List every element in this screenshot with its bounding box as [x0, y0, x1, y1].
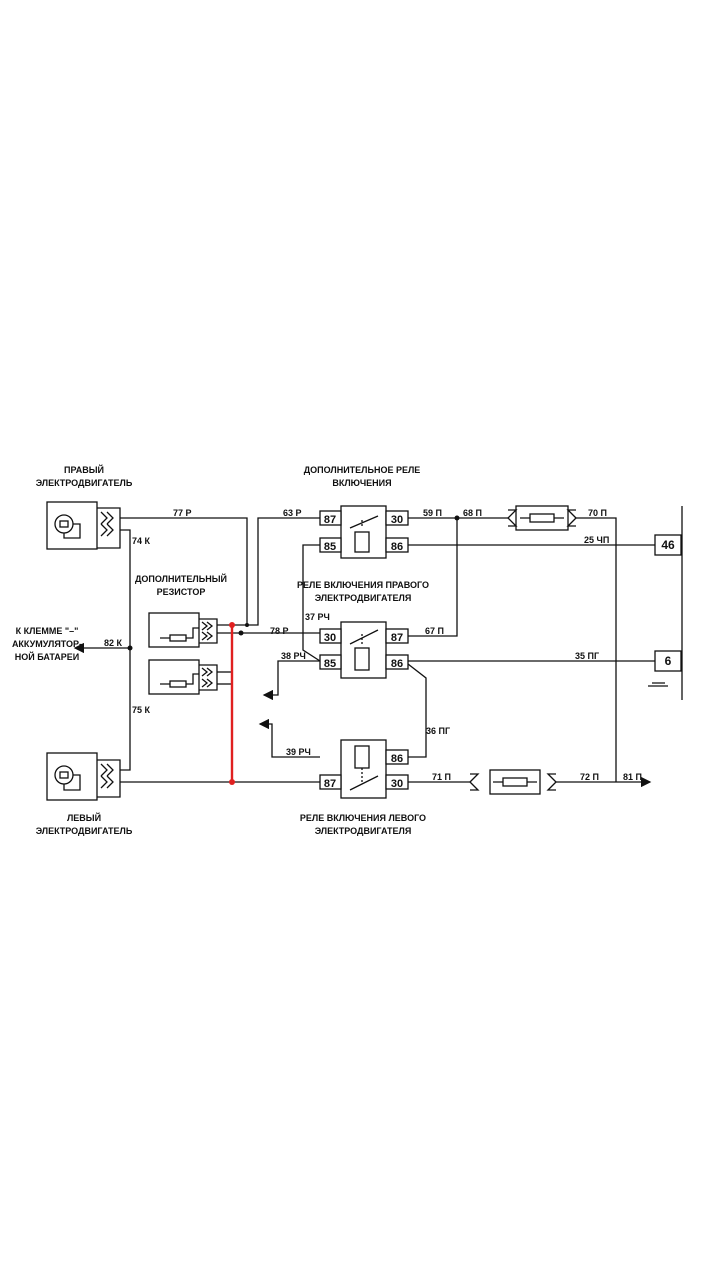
fuse-bottom — [469, 769, 557, 795]
wire-81: 81 П — [623, 772, 642, 782]
r3-pin-87: 87 — [324, 778, 336, 790]
r1-pin-86: 86 — [391, 541, 403, 553]
wire-25: 25 ЧП — [584, 535, 609, 545]
left-motor-symbol — [46, 752, 121, 801]
relay2-pins — [319, 628, 409, 670]
relay3-pins — [319, 749, 409, 790]
fuse-top — [507, 505, 577, 531]
wire-37: 37 РЧ — [305, 612, 330, 622]
wire-77: 77 Р — [173, 508, 192, 518]
extra-resistor-symbol — [148, 612, 218, 695]
r2-pin-30: 30 — [324, 632, 336, 644]
r1-pin-87: 87 — [324, 514, 336, 526]
wire-75: 75 К — [132, 705, 151, 715]
wire-67: 67 П — [425, 626, 444, 636]
terminal-boxes — [654, 534, 682, 672]
battery-label-1: К КЛЕММЕ "–" — [16, 626, 79, 636]
relay1-pins — [319, 510, 409, 553]
wire-35: 35 ПГ — [575, 651, 599, 661]
wire-68: 68 П — [463, 508, 482, 518]
wire-labels: 77 Р 63 Р 59 П 68 П 70 П 25 ЧП 74 К 82 К… — [104, 508, 642, 782]
terminal-46: 46 — [661, 538, 675, 552]
left-motor-label-2: ЭЛЕКТРОДВИГАТЕЛЬ — [36, 826, 133, 836]
component-labels: ПРАВЫЙ ЭЛЕКТРОДВИГАТЕЛЬ ЛЕВЫЙ ЭЛЕКТРОДВИ… — [12, 464, 429, 836]
wire-82: 82 К — [104, 638, 123, 648]
wire-36: 36 ПГ — [426, 726, 450, 736]
wire-78: 78 Р — [270, 626, 289, 636]
wire-72: 72 П — [580, 772, 599, 782]
right-motor-label-1: ПРАВЫЙ — [64, 464, 104, 475]
relay-pin-labels: 87 30 85 86 30 87 85 86 86 87 30 — [324, 514, 403, 790]
extra-relay-label-2: ВКЛЮЧЕНИЯ — [332, 478, 391, 488]
left-relay-symbol — [340, 739, 387, 799]
r3-pin-86: 86 — [391, 753, 403, 765]
wire-74: 74 К — [132, 536, 151, 546]
r1-pin-30: 30 — [391, 514, 403, 526]
left-relay-label-2: ЭЛЕКТРОДВИГАТЕЛЯ — [315, 826, 412, 836]
wire-70: 70 П — [588, 508, 607, 518]
right-motor-label-2: ЭЛЕКТРОДВИГАТЕЛЬ — [36, 478, 133, 488]
wire-39: 39 РЧ — [286, 747, 311, 757]
left-motor-label-1: ЛЕВЫЙ — [67, 812, 101, 823]
r3-pin-30: 30 — [391, 778, 403, 790]
wire-63: 63 Р — [283, 508, 302, 518]
r1-pin-85: 85 — [324, 541, 336, 553]
wire-38: 38 РЧ — [281, 651, 306, 661]
r2-pin-85: 85 — [324, 658, 336, 670]
r2-pin-87: 87 — [391, 632, 403, 644]
wire-71: 71 П — [432, 772, 451, 782]
r2-pin-86: 86 — [391, 658, 403, 670]
extra-relay-label-1: ДОПОЛНИТЕЛЬНОЕ РЕЛЕ — [304, 465, 421, 475]
left-relay-label-1: РЕЛЕ ВКЛЮЧЕНИЯ ЛЕВОГО — [300, 813, 426, 823]
terminal-labels: 46 6 — [661, 538, 675, 668]
highlighted-bus — [127, 515, 460, 785]
right-relay-label-1: РЕЛЕ ВКЛЮЧЕНИЯ ПРАВОГО — [297, 580, 429, 590]
battery-label-2: АККУМУЛЯТОР- — [12, 639, 82, 649]
battery-label-3: НОЙ БАТАРЕИ — [15, 651, 80, 662]
terminal-6: 6 — [665, 654, 672, 668]
extra-relay-symbol — [340, 505, 387, 559]
extra-resistor-label-1: ДОПОЛНИТЕЛЬНЫЙ — [135, 573, 227, 584]
right-relay-symbol — [340, 621, 387, 679]
right-relay-label-2: ЭЛЕКТРОДВИГАТЕЛЯ — [315, 593, 412, 603]
wire-59: 59 П — [423, 508, 442, 518]
right-motor-symbol — [46, 501, 121, 550]
extra-resistor-label-2: РЕЗИСТОР — [157, 587, 206, 597]
